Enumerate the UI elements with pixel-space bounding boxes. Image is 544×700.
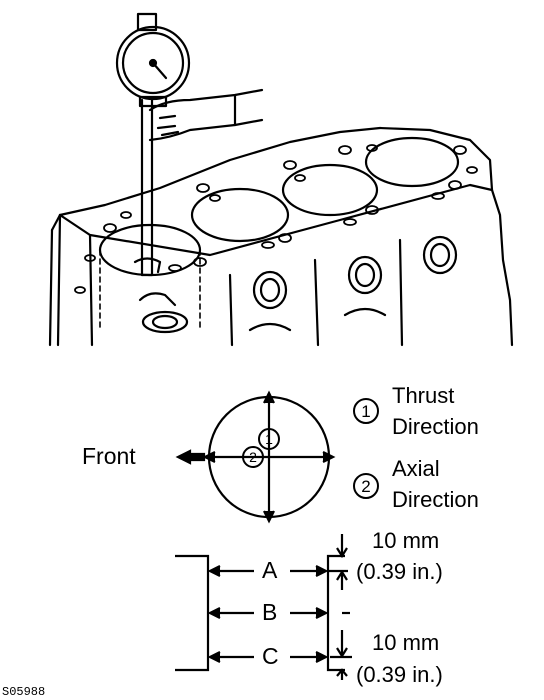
legend-marker-1: 1 xyxy=(353,398,379,424)
position-a-label: A xyxy=(262,557,278,583)
engine-block-illustration xyxy=(48,12,514,347)
thrust-arrow-top xyxy=(263,390,275,404)
bore-marker-2: 2 xyxy=(242,446,264,468)
top-distance-metric: 10 mm xyxy=(372,528,440,553)
bore-marker-1: 1 xyxy=(258,428,280,450)
figure-code: S05988 xyxy=(2,685,46,699)
legend-marker-2: 2 xyxy=(353,473,379,499)
legend-axial-line1: Axial xyxy=(392,456,440,481)
bore-top-view xyxy=(175,390,336,524)
top-distance-imperial: (0.39 in.) xyxy=(356,559,443,584)
bottom-distance-imperial: (0.39 in.) xyxy=(356,662,443,687)
front-arrow-icon xyxy=(175,449,206,465)
legend-axial-line2: Direction xyxy=(392,487,479,512)
position-b-label: B xyxy=(262,599,278,625)
legend-thrust-line1: Thrust xyxy=(392,383,455,408)
bottom-distance-metric: 10 mm xyxy=(372,630,440,655)
position-c-label: C xyxy=(262,643,279,669)
front-label: Front xyxy=(82,443,136,469)
measuring-positions-diagram xyxy=(175,534,352,680)
axial-arrow-left xyxy=(202,451,216,463)
axial-arrow-right xyxy=(322,451,336,463)
legend-thrust-line2: Direction xyxy=(392,414,479,439)
thrust-arrow-bottom xyxy=(263,510,275,524)
